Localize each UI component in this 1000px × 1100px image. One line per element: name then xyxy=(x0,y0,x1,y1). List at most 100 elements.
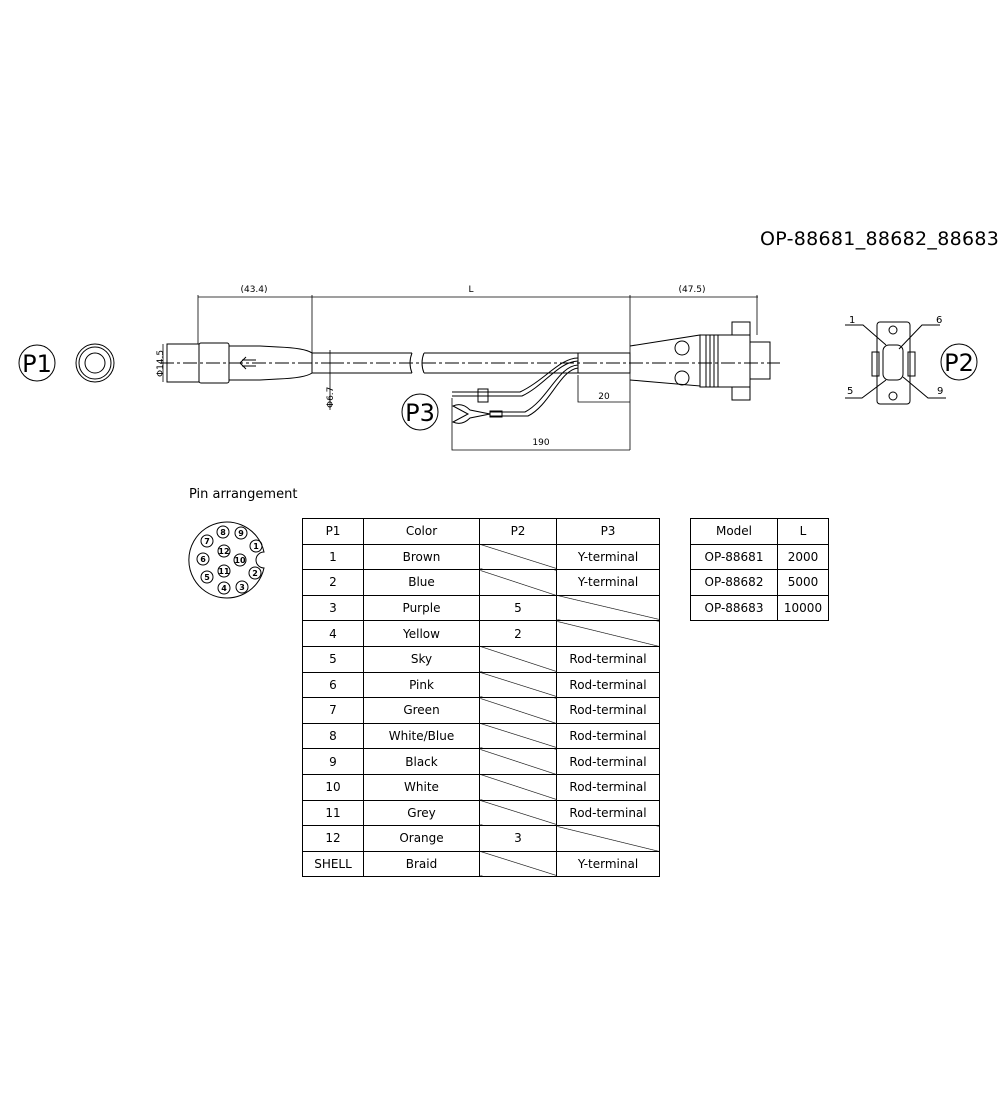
pin-2-label: 2 xyxy=(252,569,258,578)
cell-p2: 3 xyxy=(479,825,557,852)
pin-1-circle xyxy=(249,539,263,553)
cell-color: Green xyxy=(363,697,480,724)
p2-connector xyxy=(629,321,771,401)
cell-color: Sky xyxy=(363,645,480,673)
cell-p1: 8 xyxy=(302,722,364,750)
svg-text:9: 9 xyxy=(937,386,943,397)
header-color: Color xyxy=(363,518,480,545)
pin-10-circle xyxy=(233,553,247,567)
table-header-row: Model L xyxy=(690,518,829,545)
pin-10-label: 10 xyxy=(234,556,246,565)
pin-8-label: 8 xyxy=(220,528,226,537)
cell-p1: 1 xyxy=(302,543,364,571)
cell-p2 xyxy=(479,569,557,596)
cell-p3: Rod-terminal xyxy=(556,671,660,699)
p2-connector-face: 1 6 5 9 P2 xyxy=(845,315,978,405)
svg-text:Φ6.7: Φ6.7 xyxy=(326,387,336,408)
drawing-title: OP-88681_88682_88683 xyxy=(760,228,1000,250)
table-header-row: P1 Color P2 P3 xyxy=(302,518,660,545)
cell-p3 xyxy=(556,594,660,622)
cell-p2 xyxy=(479,543,557,571)
cell-p1: 9 xyxy=(302,748,364,775)
pin-5-label: 5 xyxy=(204,573,210,582)
cell-p1: 10 xyxy=(302,773,364,801)
header-p1: P1 xyxy=(302,518,364,545)
svg-text:P1: P1 xyxy=(22,350,52,378)
cell-color: Orange xyxy=(363,825,480,852)
p3-leads: P3 xyxy=(401,357,579,431)
svg-text:P3: P3 xyxy=(405,399,435,427)
header-l: L xyxy=(777,518,829,545)
pin-1-label: 1 xyxy=(253,542,259,551)
cell-p1: SHELL xyxy=(302,850,364,878)
cell-color: Black xyxy=(363,748,480,775)
svg-text:20: 20 xyxy=(598,392,610,402)
cell-color: Braid xyxy=(363,850,480,878)
cell-p2: 2 xyxy=(479,620,557,647)
svg-text:5: 5 xyxy=(847,386,853,397)
svg-text:L: L xyxy=(468,285,473,295)
pin-6-label: 6 xyxy=(200,555,206,564)
cell-color: Pink xyxy=(363,671,480,699)
dimension-lines xyxy=(162,295,758,451)
svg-text:1: 1 xyxy=(849,315,855,326)
cell-p3: Rod-terminal xyxy=(556,799,660,827)
cell-p2 xyxy=(479,773,557,801)
pin-11-circle xyxy=(217,564,231,578)
cell-model: OP-88683 xyxy=(690,594,778,622)
cell-p3: Rod-terminal xyxy=(556,697,660,724)
cell-p2 xyxy=(479,645,557,673)
pin-4-label: 4 xyxy=(221,584,227,593)
cell-color: Grey xyxy=(363,799,480,827)
pin-5-circle xyxy=(200,570,214,584)
cell-p2 xyxy=(479,722,557,750)
pin-arrangement-heading: Pin arrangement xyxy=(189,487,298,502)
pin-8-circle xyxy=(216,525,230,539)
cell-p1: 2 xyxy=(302,569,364,596)
svg-text:P2: P2 xyxy=(944,349,974,377)
pin-6-circle xyxy=(196,552,210,566)
cell-p3 xyxy=(556,620,660,647)
cell-p1: 3 xyxy=(302,594,364,622)
pin-12-label: 12 xyxy=(218,547,229,556)
svg-text:6: 6 xyxy=(936,315,942,326)
cell-color: Brown xyxy=(363,543,480,571)
dimension-labels: (43.4) L (47.5) Φ14.5 Φ6.7 20 190 xyxy=(156,285,706,448)
p1-connector-face xyxy=(75,343,115,383)
pin-9-label: 9 xyxy=(238,529,244,538)
cell-p1: 5 xyxy=(302,645,364,673)
pin-11-label: 11 xyxy=(218,567,230,576)
p1-connector xyxy=(160,342,330,384)
cable-drawing: P1 P3 xyxy=(18,285,978,451)
cell-p3: Y-terminal xyxy=(556,850,660,878)
pin-12-circle xyxy=(217,544,231,558)
pin-2-circle xyxy=(248,566,262,580)
header-model: Model xyxy=(690,518,778,545)
cell-color: White/Blue xyxy=(363,722,480,750)
svg-text:(47.5): (47.5) xyxy=(678,285,705,295)
cell-p3: Rod-terminal xyxy=(556,645,660,673)
header-p2: P2 xyxy=(479,518,557,545)
cell-color: Purple xyxy=(363,594,480,622)
cell-p2: 5 xyxy=(479,594,557,622)
cell-p3: Rod-terminal xyxy=(556,773,660,801)
pin-3-circle xyxy=(235,580,249,594)
pin-7-circle xyxy=(200,534,214,548)
cell-p2 xyxy=(479,671,557,699)
cell-l: 2000 xyxy=(777,543,829,571)
